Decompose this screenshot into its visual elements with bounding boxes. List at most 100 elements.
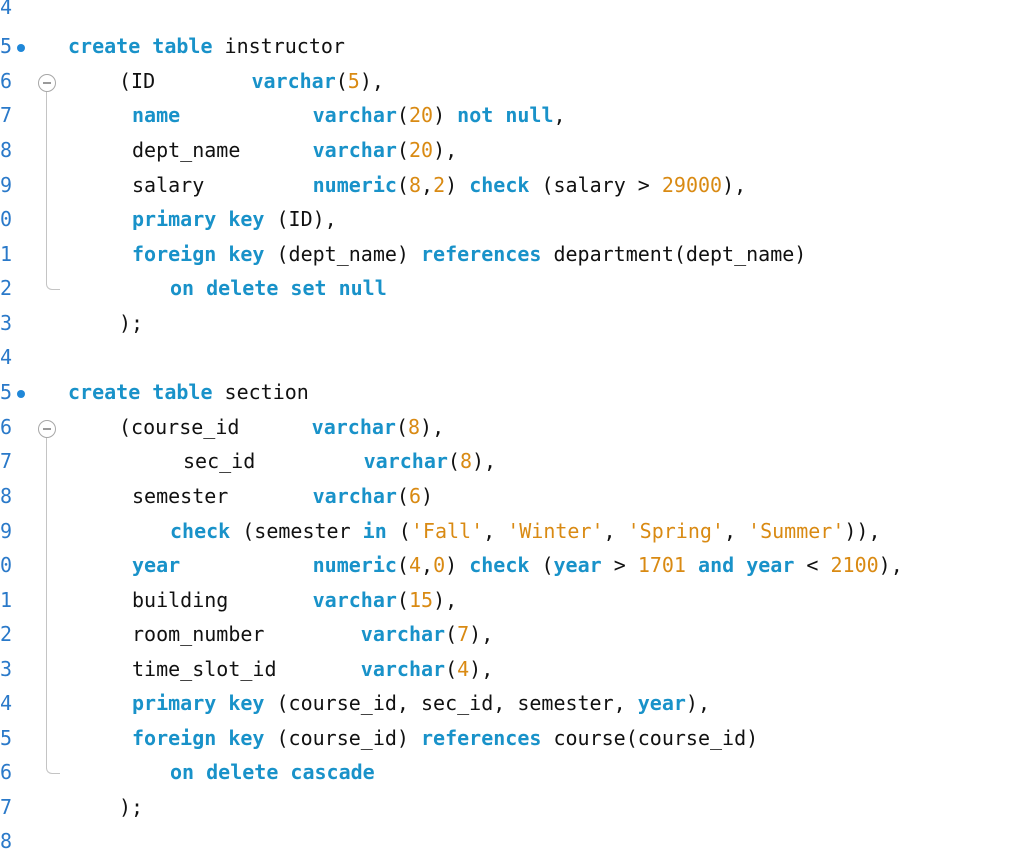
sql-text: ( (386, 519, 411, 543)
sql-keyword: year (553, 553, 602, 577)
sql-text: ( (396, 173, 409, 197)
code-line[interactable]: room_number varchar(7), (132, 622, 493, 646)
sql-text: ) (445, 173, 470, 197)
code-line[interactable]: foreign key (course_id) references cours… (132, 726, 758, 750)
sql-text: ), (685, 691, 710, 715)
sql-text: instructor (212, 34, 345, 58)
sql-text: ), (420, 415, 445, 439)
sql-keyword: varchar (251, 69, 336, 93)
code-line[interactable]: foreign key (dept_name) references depar… (132, 242, 806, 266)
line-number: 8 (0, 484, 13, 508)
line-number: 1 (0, 242, 13, 266)
sql-text: (course_id (119, 415, 312, 439)
sql-literal: 2100 (830, 553, 879, 577)
sql-text: , (421, 173, 434, 197)
sql-literal: 'Spring' (627, 519, 724, 543)
sql-text: time_slot_id (132, 657, 361, 681)
sql-text: ( (396, 484, 409, 508)
sql-text: ) (445, 553, 470, 577)
line-number: 8 (0, 829, 13, 853)
sql-text: ) (421, 484, 434, 508)
code-line[interactable]: primary key (course_id, sec_id, semester… (132, 691, 710, 715)
code-line[interactable]: create table instructor (68, 34, 345, 58)
fold-collapse-icon[interactable] (38, 74, 56, 92)
sql-literal: 20 (408, 103, 434, 127)
sql-literal: 2 (433, 173, 446, 197)
fold-guide-line (46, 90, 60, 290)
code-line[interactable]: ); (119, 795, 143, 819)
code-line[interactable]: time_slot_id varchar(4), (132, 657, 493, 681)
sql-keyword: references (421, 726, 542, 750)
sql-text: semester (132, 484, 313, 508)
breakpoint-dot-icon[interactable] (17, 44, 25, 52)
code-line[interactable]: semester varchar(6) (132, 484, 433, 508)
line-number: 3 (0, 657, 13, 681)
sql-text: , (483, 519, 508, 543)
code-line[interactable]: ); (119, 311, 143, 335)
fold-collapse-icon[interactable] (38, 420, 56, 438)
sql-text: (semester (230, 519, 363, 543)
line-number: 5 (0, 726, 13, 750)
sql-keyword: year (746, 553, 795, 577)
sql-text: dept_name (132, 138, 313, 162)
sql-literal: 20 (408, 138, 434, 162)
line-number: 7 (0, 795, 13, 819)
sql-keyword: check (469, 173, 530, 197)
sql-literal: 'Winter' (507, 519, 604, 543)
line-number: 0 (0, 553, 13, 577)
sql-text: sec_id (183, 449, 364, 473)
sql-text: ); (119, 311, 144, 335)
sql-literal: 8 (408, 415, 421, 439)
code-line[interactable]: name varchar(20) not null, (132, 103, 566, 127)
sql-text: ), (469, 657, 494, 681)
sql-keyword: in (362, 519, 387, 543)
breakpoint-dot-icon[interactable] (17, 390, 25, 398)
code-line[interactable]: on delete set null (170, 276, 387, 300)
sql-keyword: create table (68, 380, 213, 404)
code-line[interactable]: check (semester in ('Fall', 'Winter', 'S… (170, 519, 881, 543)
code-line[interactable]: (ID varchar(5), (119, 69, 384, 93)
sql-text: ( (396, 553, 409, 577)
line-number: 8 (0, 138, 13, 162)
code-line[interactable]: on delete cascade (170, 760, 375, 784)
sql-text: section (212, 380, 309, 404)
sql-keyword: year (132, 553, 181, 577)
sql-text: ), (878, 553, 903, 577)
line-number: 7 (0, 449, 13, 473)
code-line[interactable]: sec_id varchar(8), (183, 449, 496, 473)
sql-literal: 8 (408, 173, 422, 197)
sql-text: (course_id, sec_id, semester, (264, 691, 638, 715)
line-number: 4 (0, 691, 13, 715)
sql-text: ), (472, 449, 497, 473)
sql-text: < (794, 553, 831, 577)
line-number: 7 (0, 103, 13, 127)
sql-text: ( (335, 69, 348, 93)
sql-literal: 1701 (637, 553, 686, 577)
sql-text: salary (132, 173, 313, 197)
code-line[interactable]: create table section (68, 380, 309, 404)
code-line[interactable]: (course_id varchar(8), (119, 415, 444, 439)
code-line[interactable]: primary key (ID), (132, 207, 337, 231)
line-number: 6 (0, 760, 13, 784)
code-line[interactable]: dept_name varchar(20), (132, 138, 457, 162)
sql-keyword: check (170, 519, 231, 543)
sql-text: , (421, 553, 434, 577)
sql-text: department(dept_name) (541, 242, 807, 266)
sql-text: ( (529, 553, 554, 577)
sql-text: ), (722, 173, 747, 197)
code-line[interactable]: salary numeric(8,2) check (salary > 2900… (132, 173, 746, 197)
sql-text: course(course_id) (541, 726, 759, 750)
code-line[interactable]: building varchar(15), (132, 588, 457, 612)
line-number: 4 (0, 345, 13, 369)
sql-keyword: name (132, 103, 181, 127)
code-line[interactable]: year numeric(4,0) check (year > 1701 and… (132, 553, 903, 577)
sql-text: (ID (119, 69, 252, 93)
sql-text: )), (844, 519, 881, 543)
sql-text: ), (469, 622, 494, 646)
sql-keyword: varchar (360, 657, 446, 681)
sql-keyword: not null (457, 103, 554, 127)
line-number: 5 (0, 34, 13, 58)
sql-literal: 'Fall' (410, 519, 484, 543)
line-number: 0 (0, 207, 13, 231)
